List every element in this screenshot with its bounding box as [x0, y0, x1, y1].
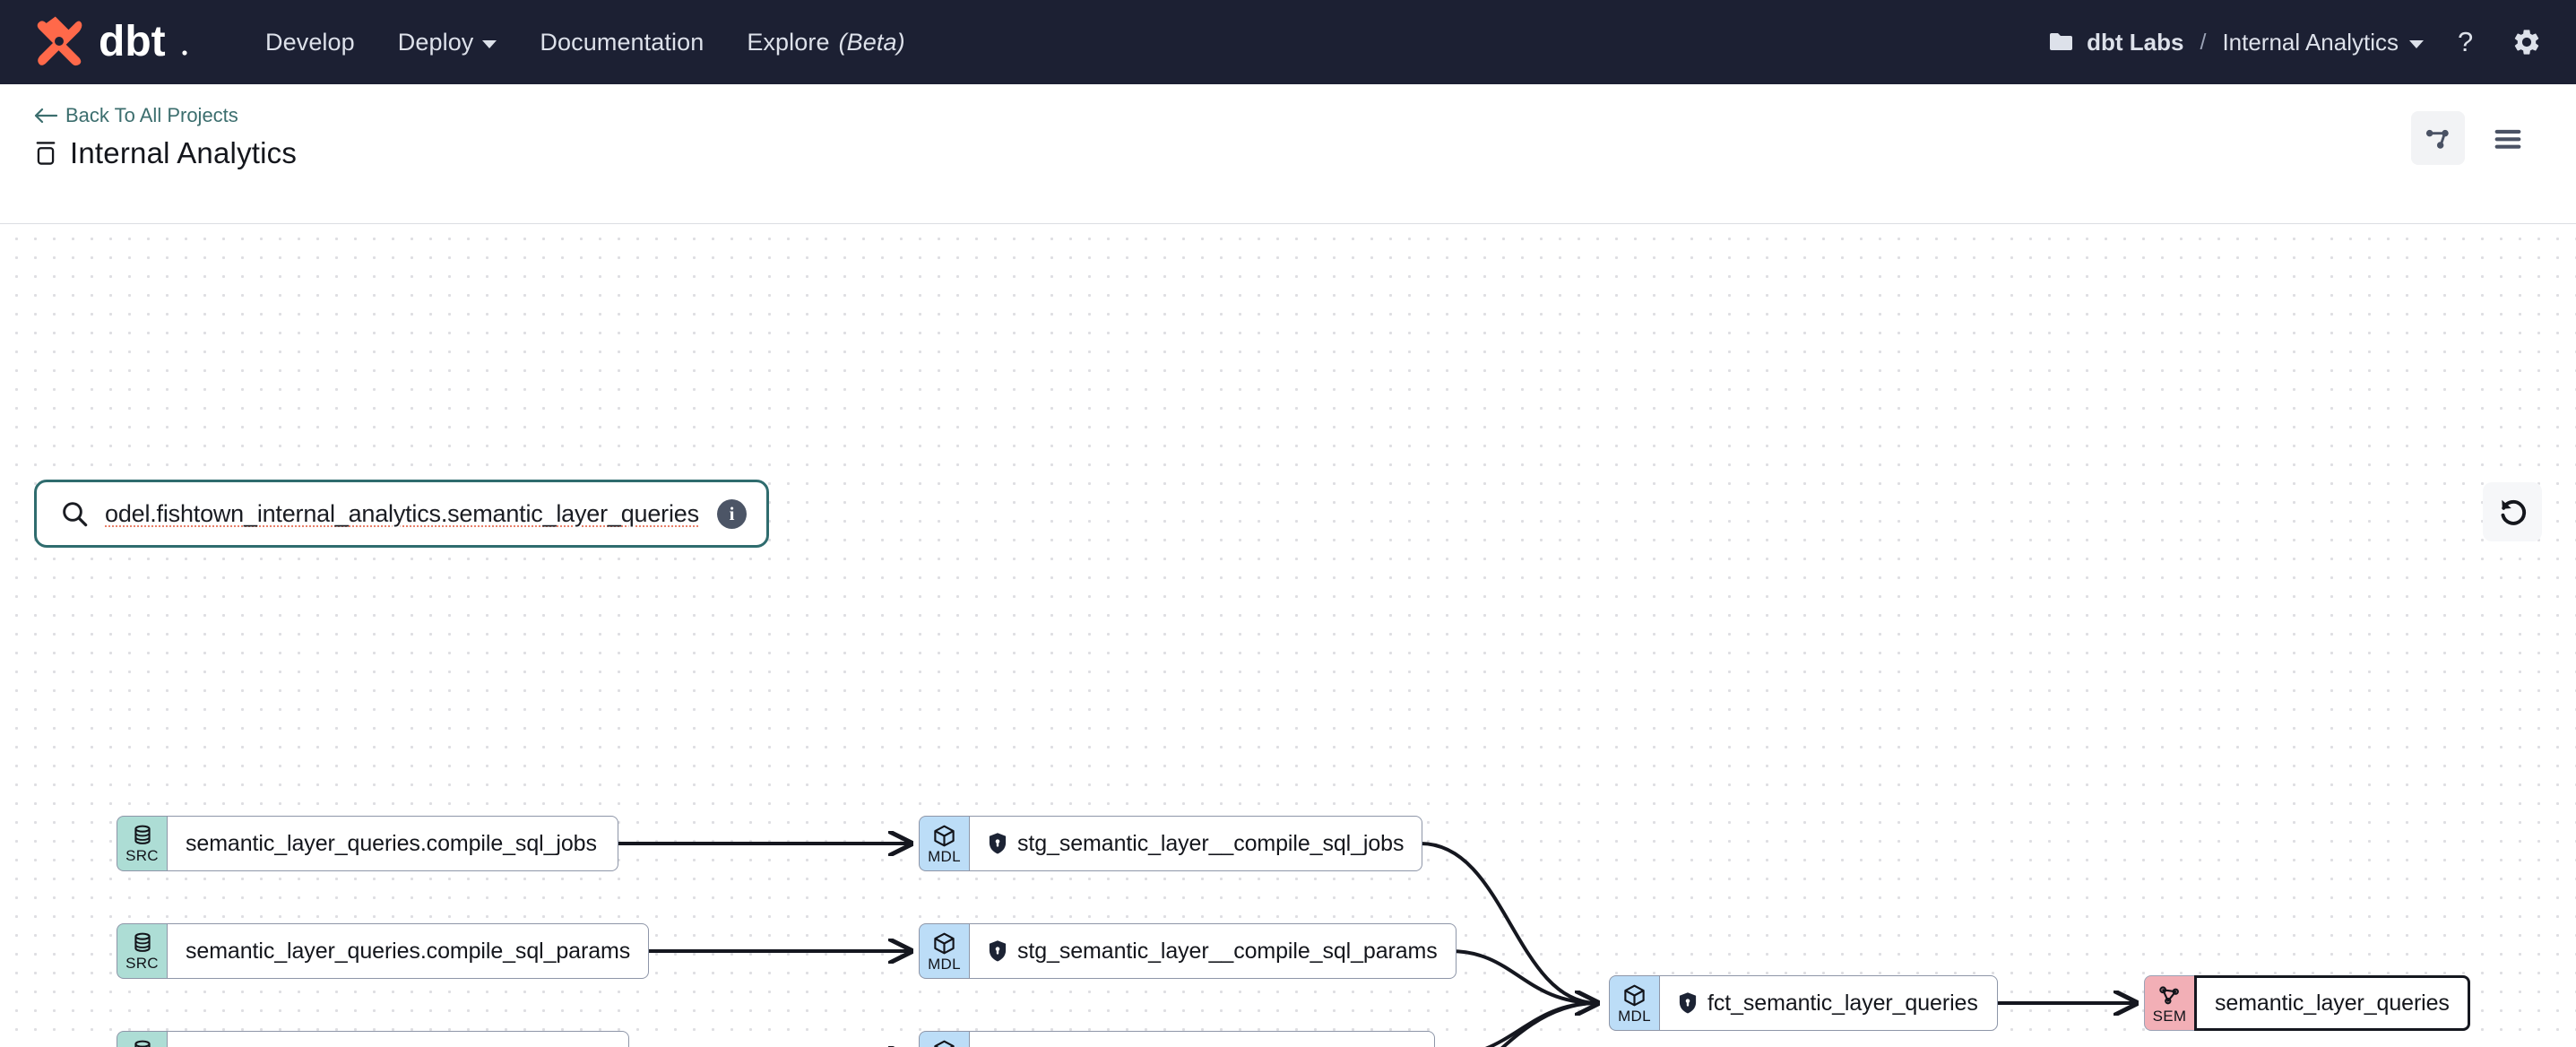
nav-item-explore-label: Explore [747, 28, 830, 56]
node-type-label: SRC [125, 847, 159, 864]
node-body-mdl1[interactable]: stg_semantic_layer__compile_sql_jobs [969, 816, 1423, 871]
svg-text:dbt: dbt [99, 18, 166, 65]
node-label: semantic_layer_queries.compile_sql_jobs [186, 830, 597, 856]
node-type-badge-mdl1: MDL [919, 816, 969, 871]
back-link-label: Back To All Projects [65, 104, 238, 126]
search-input-value[interactable]: odel.fishtown_internal_analytics.semanti… [105, 499, 699, 527]
arrow-left-icon [34, 108, 57, 124]
nav-item-deploy[interactable]: Deploy [398, 29, 497, 56]
shield-lock-icon [988, 939, 1007, 963]
info-icon[interactable]: i [717, 498, 747, 529]
semantic-network-icon [2159, 985, 2179, 1004]
node-type-badge-sem: SEM [2144, 975, 2194, 1031]
search-input[interactable]: odel.fishtown_internal_analytics.semanti… [34, 480, 769, 548]
cube-icon [934, 825, 955, 846]
dbt-logo-icon: dbt [37, 16, 187, 66]
nav-item-develop-label: Develop [265, 28, 355, 56]
beta-tag: (Beta) [838, 28, 905, 56]
subheader-actions [2411, 104, 2535, 165]
search-icon [63, 502, 88, 527]
lineage-node-src2[interactable]: SRC semantic_layer_queries.compile_sql_pa… [117, 923, 650, 979]
node-body-src3[interactable]: semantic_layer_queries.create_query_jobs [167, 1031, 629, 1047]
node-type-label: SRC [125, 955, 159, 972]
cube-icon [934, 932, 955, 954]
lineage-view-button[interactable] [2411, 111, 2465, 165]
dbt-logo[interactable]: dbt [34, 15, 213, 69]
node-body-sem[interactable]: semantic_layer_queries [2194, 975, 2470, 1031]
shield-lock-icon [988, 832, 1007, 855]
svg-text:?: ? [2458, 27, 2473, 57]
node-type-label: SEM [2152, 1007, 2187, 1025]
node-label: semantic_layer_queries [2215, 990, 2450, 1016]
node-label: stg_semantic_layer__compile_sql_params [1017, 938, 1438, 964]
nav-item-explore[interactable]: Explore (Beta) [747, 29, 904, 56]
breadcrumb-project-label: Internal Analytics [2222, 28, 2399, 56]
database-cylinder-icon [134, 932, 151, 952]
gear-icon [2514, 30, 2539, 55]
node-body-src2[interactable]: semantic_layer_queries.compile_sql_param… [167, 923, 650, 979]
node-type-label: MDL [928, 847, 961, 865]
node-label: semantic_layer_queries.create_query_jobs [186, 1046, 609, 1047]
nav-item-documentation[interactable]: Documentation [540, 29, 704, 56]
page-title: Internal Analytics [34, 136, 297, 170]
node-type-label: MDL [1618, 1007, 1651, 1025]
help-button[interactable]: ? [2454, 27, 2481, 57]
lineage-node-mdl3[interactable]: MDL stg_semantic_layer__create_query_jobs [919, 1031, 1436, 1047]
lineage-graph-icon [2425, 129, 2449, 149]
nav-right-group: dbt Labs / Internal Analytics ? [2049, 27, 2542, 57]
lineage-node-src3[interactable]: SRC semantic_layer_queries.create_query_j… [117, 1031, 629, 1047]
cube-icon [934, 1040, 955, 1047]
reset-rotate-icon [2501, 499, 2527, 525]
node-body-src1[interactable]: semantic_layer_queries.compile_sql_jobs [167, 816, 618, 871]
question-mark-icon: ? [2458, 27, 2473, 57]
lineage-canvas[interactable]: odel.fishtown_internal_analytics.semanti… [0, 224, 2576, 1047]
database-cylinder-icon [134, 1040, 151, 1047]
project-subheader: Back To All Projects Internal Analytics [0, 84, 2576, 224]
node-type-badge-fct: MDL [1609, 975, 1659, 1031]
breadcrumb-project[interactable]: Internal Analytics [2222, 29, 2424, 56]
back-to-all-projects-link[interactable]: Back To All Projects [34, 104, 297, 127]
menu-button[interactable] [2481, 111, 2535, 165]
nav-item-deploy-label: Deploy [397, 28, 474, 56]
node-type-badge-src1: SRC [117, 816, 167, 871]
folder-icon [2050, 33, 2073, 50]
node-type-badge-src3: SRC [117, 1031, 167, 1047]
node-type-badge-src2: SRC [117, 923, 167, 979]
node-type-badge-mdl3: MDL [919, 1031, 969, 1047]
settings-button[interactable] [2511, 27, 2542, 57]
cube-icon [1624, 984, 1645, 1006]
lineage-node-mdl2[interactable]: MDL stg_semantic_layer__compile_sql_param… [919, 923, 1457, 979]
page-title-label: Internal Analytics [70, 136, 298, 169]
chevron-down-icon [2409, 39, 2424, 48]
lineage-node-sem[interactable]: SEM semantic_layer_queries [2144, 975, 2470, 1031]
reset-view-button[interactable] [2483, 482, 2542, 541]
nav-links: Develop Deploy Documentation Explore (Be… [265, 29, 905, 56]
node-type-label: MDL [928, 955, 961, 973]
node-label: stg_semantic_layer__create_query_jobs [1017, 1046, 1416, 1047]
shield-lock-icon [1678, 991, 1698, 1015]
node-body-fct[interactable]: fct_semantic_layer_queries [1659, 975, 1998, 1031]
breadcrumb: dbt Labs / Internal Analytics [2049, 29, 2424, 56]
nav-item-develop[interactable]: Develop [265, 29, 355, 56]
lineage-node-mdl1[interactable]: MDL stg_semantic_layer__compile_sql_jobs [919, 816, 1423, 871]
subheader-left: Back To All Projects Internal Analytics [34, 104, 297, 170]
node-type-badge-mdl2: MDL [919, 923, 969, 979]
node-label: semantic_layer_queries.compile_sql_param… [186, 938, 631, 964]
top-navigation-bar: dbt Develop Deploy Documentation Explore… [0, 0, 2576, 84]
node-body-mdl3[interactable]: stg_semantic_layer__create_query_jobs [969, 1031, 1436, 1047]
hamburger-menu-icon [2494, 129, 2521, 149]
node-label: stg_semantic_layer__compile_sql_jobs [1017, 830, 1405, 856]
breadcrumb-separator: / [2200, 29, 2207, 55]
lineage-node-fct[interactable]: MDL fct_semantic_layer_queries [1609, 975, 1998, 1031]
node-label: fct_semantic_layer_queries [1707, 990, 1978, 1016]
breadcrumb-org[interactable]: dbt Labs [2087, 28, 2184, 56]
chevron-down-icon [482, 39, 497, 48]
database-icon [36, 142, 56, 165]
node-body-mdl2[interactable]: stg_semantic_layer__compile_sql_params [969, 923, 1457, 979]
nav-item-documentation-label: Documentation [540, 28, 705, 56]
lineage-node-src1[interactable]: SRC semantic_layer_queries.compile_sql_jo… [117, 816, 618, 871]
database-cylinder-icon [134, 825, 151, 844]
